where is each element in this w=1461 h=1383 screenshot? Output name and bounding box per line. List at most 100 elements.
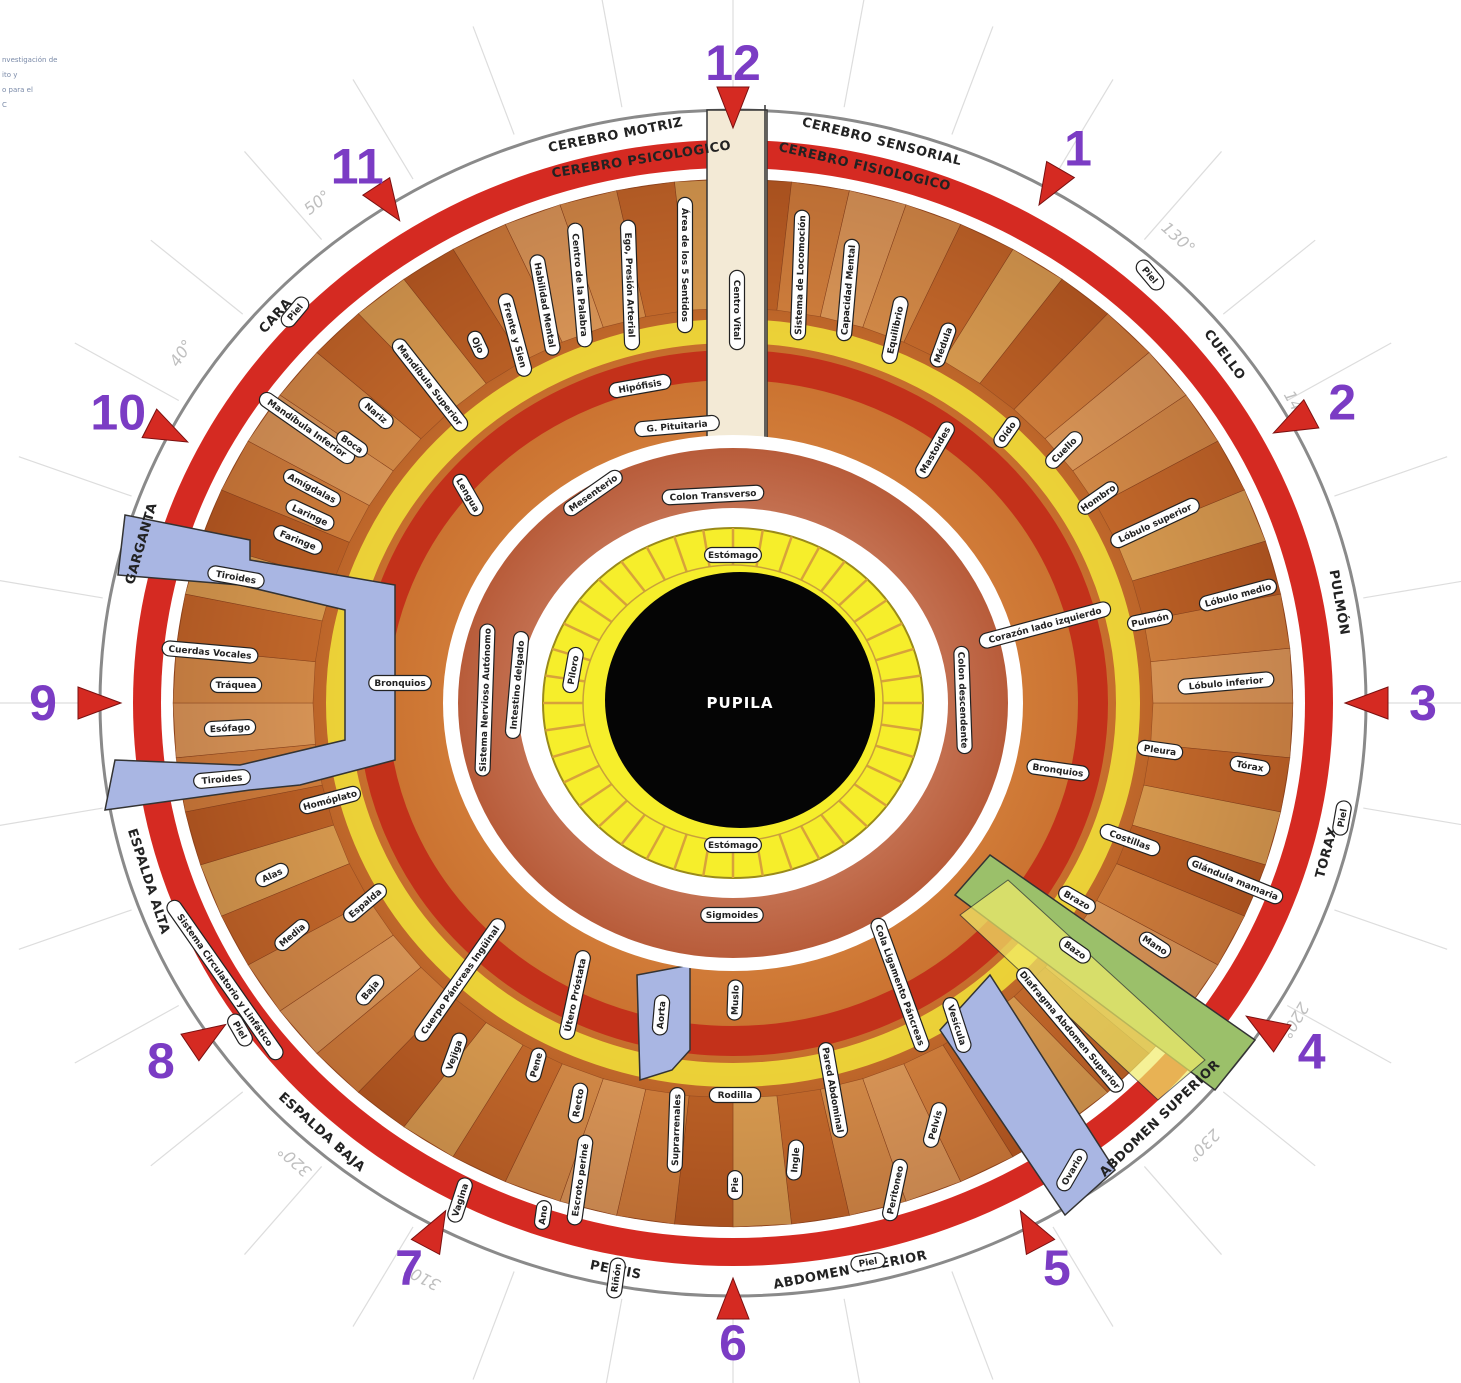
organ-label-pill xyxy=(358,396,394,430)
organ-label-text: Colon descendente xyxy=(955,652,968,749)
guide-line xyxy=(472,26,515,135)
organ-label: Intestino delgado xyxy=(504,630,530,740)
organ-label: Capacidad Mental xyxy=(836,238,860,342)
organ-label: Ingle xyxy=(785,1139,805,1181)
guide-line xyxy=(601,0,623,108)
clock-number: 9 xyxy=(29,675,57,731)
organ-label: Tiroides xyxy=(193,769,251,789)
clock-number: 6 xyxy=(719,1315,747,1371)
stomach-spoke xyxy=(838,578,869,607)
clock-arrow xyxy=(716,86,750,130)
organ-label-pill xyxy=(704,836,762,854)
organ-label-pill xyxy=(881,1158,909,1222)
stomach-spoke xyxy=(563,622,600,642)
organ-label-pill xyxy=(258,391,356,465)
organ-label: Cuerdas Vocales xyxy=(161,640,259,664)
stomach-spoke xyxy=(820,560,846,593)
guide-line xyxy=(1143,151,1222,240)
organ-label-pill xyxy=(942,997,972,1053)
stomach-spoke xyxy=(597,578,628,607)
organ-label-text: Estómago xyxy=(708,550,758,561)
organ-label-text: Sistema Nervioso Autónomo xyxy=(478,628,494,772)
organ-label: Pene xyxy=(525,1047,547,1083)
stomach-spoke xyxy=(880,723,921,732)
corner-note-line: C xyxy=(2,101,7,109)
organ-label: Pulmón xyxy=(1126,608,1174,632)
organ-label-text: Esófago xyxy=(210,722,251,735)
organ-label-text: Pleura xyxy=(1143,744,1177,758)
organ-label-pill xyxy=(726,979,744,1021)
guide-line xyxy=(0,579,103,599)
organ-label-pill xyxy=(817,1042,849,1138)
organ-label: Piel xyxy=(227,1013,253,1047)
organ-label-text: Muslo xyxy=(731,985,742,1015)
organ-label-text: Ego, Presión Arterial xyxy=(622,232,637,337)
organ-label: Pie xyxy=(726,1170,744,1200)
organ-label: Sigmoides xyxy=(700,906,764,924)
stomach-spoke xyxy=(645,825,666,860)
organ-label: Ano xyxy=(533,1200,553,1230)
guide-line xyxy=(1286,342,1392,402)
organ-label-pill xyxy=(280,296,310,328)
guide-line xyxy=(1052,79,1114,180)
organ-label-pill xyxy=(563,469,623,517)
guide-line xyxy=(843,0,865,108)
organ-label-text: Bronquios xyxy=(374,679,425,689)
guide-line xyxy=(1143,1166,1222,1255)
stomach-spoke xyxy=(875,647,915,662)
organ-label: Sistema Nervioso Autónomo xyxy=(474,623,496,777)
stomach-spoke xyxy=(778,536,793,573)
organ-label-pill xyxy=(1126,608,1174,632)
organ-label-pill xyxy=(166,899,284,1061)
organ-label-pill xyxy=(255,862,289,888)
guide-line xyxy=(0,807,103,827)
organ-label: Estómago xyxy=(704,836,762,854)
organ-label-text: Ano xyxy=(538,1205,551,1226)
clock-number: 4 xyxy=(1298,1024,1326,1080)
organ-label-pill xyxy=(391,338,469,432)
organ-label-pill xyxy=(274,918,310,952)
pupil-label: PUPILA xyxy=(707,694,774,712)
organ-label-pill xyxy=(273,525,323,555)
organ-label: Sistema de Locomoción xyxy=(789,209,811,341)
organ-label-pill xyxy=(789,209,811,341)
organ-label-pill xyxy=(666,1087,686,1173)
organ-label-text: Estómago xyxy=(708,840,758,851)
organ-label-pill xyxy=(676,196,694,334)
organ-label-pill xyxy=(1229,755,1271,777)
organ-label-text: Suprarrenales xyxy=(671,1094,684,1166)
clock-number: 7 xyxy=(395,1240,423,1296)
stomach-spoke xyxy=(673,536,688,573)
organ-label: Esófago xyxy=(203,718,257,738)
organ-label-pill xyxy=(466,330,490,360)
organ-label-pill xyxy=(785,1139,805,1181)
organ-label-pill xyxy=(1135,259,1165,291)
clock-number: 8 xyxy=(147,1033,175,1089)
guide-line xyxy=(1334,909,1448,950)
organ-label-pill xyxy=(1332,800,1352,836)
organ-label-pill xyxy=(567,222,593,348)
organ-label: Píloro xyxy=(562,646,584,694)
clock-arrow xyxy=(410,1209,447,1256)
stomach-spoke xyxy=(620,560,646,593)
organ-label-text: Centro Vital xyxy=(731,280,741,341)
organ-label-pill xyxy=(343,883,387,923)
stomach-spoke xyxy=(578,783,613,807)
organ-label-pill xyxy=(567,1082,589,1124)
guide-line xyxy=(244,1166,323,1255)
guide-line xyxy=(843,1298,861,1383)
organ-label-pill xyxy=(953,645,973,755)
guide-line xyxy=(951,26,994,135)
organ-label-pill xyxy=(1045,431,1083,469)
organ-label-pill xyxy=(608,373,672,399)
guide-line xyxy=(1334,456,1448,497)
clock-arrow xyxy=(361,176,401,222)
guide-line xyxy=(1363,580,1461,599)
stomach-spoke xyxy=(778,833,793,870)
organ-label-pill xyxy=(870,917,930,1053)
guide-line xyxy=(1222,1091,1316,1167)
organ-label-text: Riñón xyxy=(609,1263,624,1293)
organ-label-pill xyxy=(1026,758,1090,782)
organ-label-pill xyxy=(850,1252,886,1272)
